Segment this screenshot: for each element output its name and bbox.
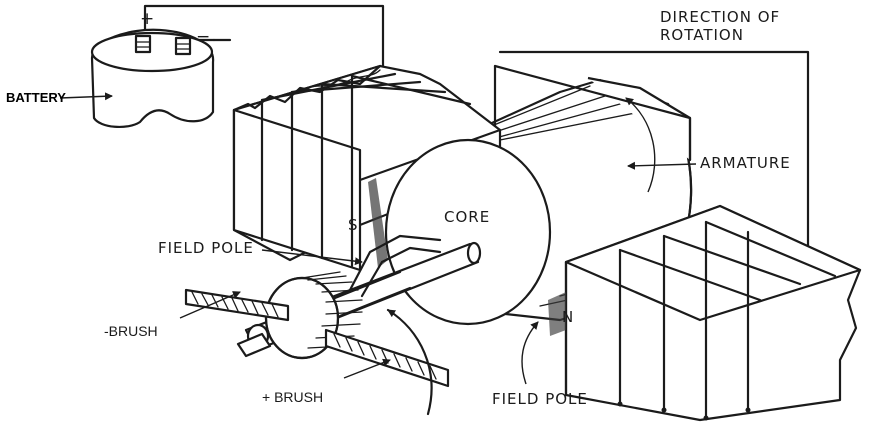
lead-wire bbox=[386, 308, 433, 416]
negative-brush-label: -BRUSH bbox=[104, 323, 158, 339]
leader-lines bbox=[59, 92, 697, 385]
positive-terminal bbox=[134, 34, 152, 54]
battery-minus-sign: − bbox=[196, 27, 211, 47]
armature-label: ARMATURE bbox=[700, 154, 791, 172]
battery-label: BATTERY bbox=[6, 90, 66, 105]
shaft-and-commutator bbox=[236, 234, 482, 360]
direction-label-line2: ROTATION bbox=[660, 26, 744, 44]
front-field-pole bbox=[548, 204, 862, 422]
positive-brush bbox=[324, 328, 450, 388]
field-pole-bottom-label: FIELD POLE bbox=[492, 390, 588, 408]
pole-n-label: N bbox=[562, 308, 574, 326]
rear-field-pole bbox=[232, 64, 502, 272]
positive-brush-label: + BRUSH bbox=[262, 389, 323, 405]
core-label: CORE bbox=[444, 208, 490, 226]
battery bbox=[90, 28, 215, 128]
field-pole-left-label: FIELD POLE bbox=[158, 239, 254, 257]
negative-terminal bbox=[174, 36, 192, 56]
pole-s-label: S bbox=[348, 216, 359, 234]
negative-brush bbox=[184, 288, 290, 322]
direction-label-line1: DIRECTION OF bbox=[660, 8, 780, 26]
battery-plus-sign: + bbox=[140, 9, 155, 29]
